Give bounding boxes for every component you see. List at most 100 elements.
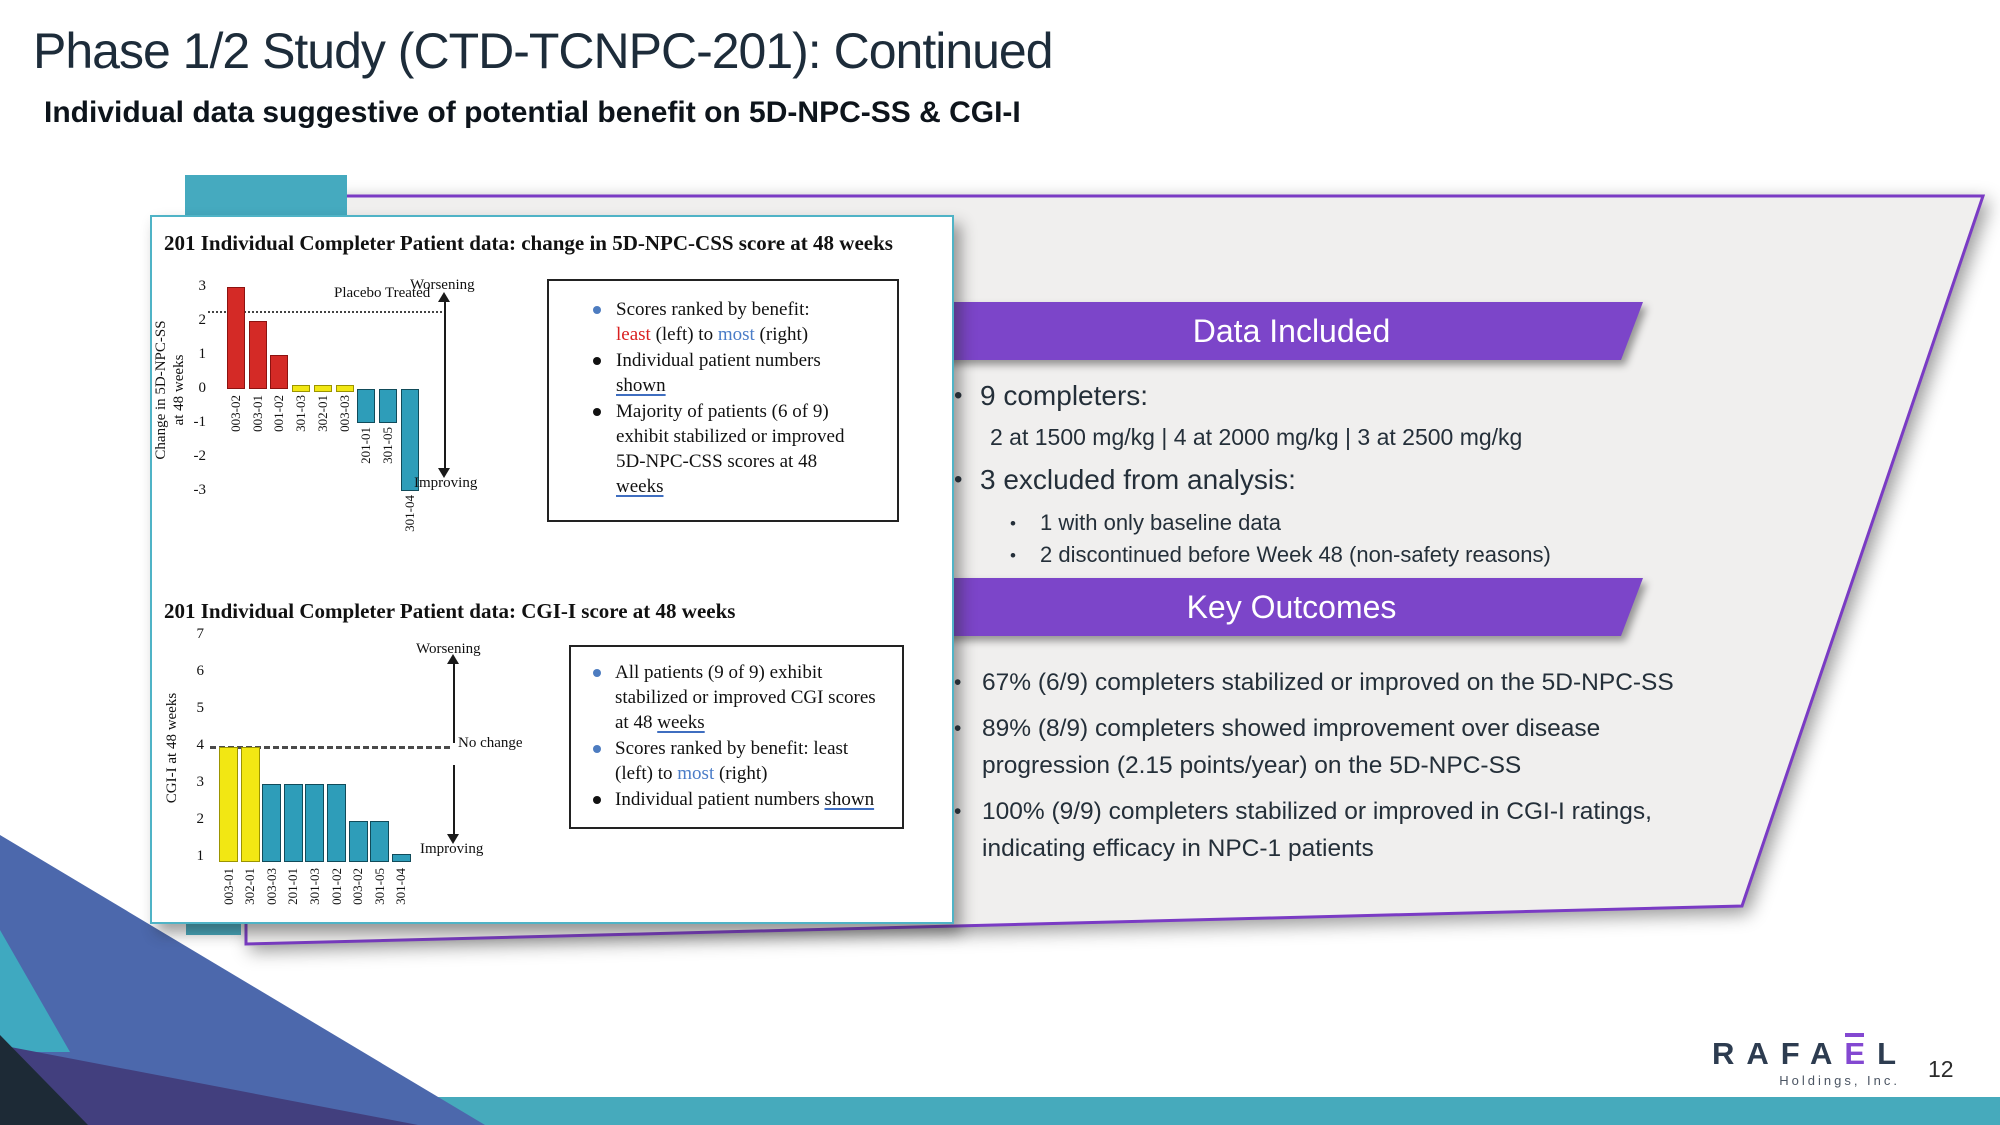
data-included-banner: Data Included bbox=[940, 302, 1643, 360]
bar-003-02 bbox=[227, 287, 245, 389]
direction-arrow-line bbox=[453, 663, 455, 743]
note-text-segment: (left) to bbox=[615, 763, 678, 784]
bar-003-03 bbox=[335, 385, 354, 392]
bullet-dot-icon bbox=[593, 669, 601, 677]
y-tick-0: 0 bbox=[198, 380, 207, 396]
direction-arrow-line bbox=[444, 301, 446, 469]
note-text-segment: Majority of patients (6 of 9) bbox=[616, 401, 829, 422]
note-text-segment: All patients (9 of 9) exhibit bbox=[615, 662, 823, 683]
note-text-segment: (left) to bbox=[650, 324, 718, 345]
note-text-segment: least bbox=[616, 324, 651, 345]
note-text-segment: shown bbox=[824, 789, 875, 810]
logo-letter: E bbox=[1844, 1036, 1878, 1071]
logo-letter: A bbox=[1810, 1036, 1845, 1071]
x-label-201-01: 201-01 bbox=[285, 868, 301, 905]
bar-201-01 bbox=[283, 784, 303, 862]
x-label-301-04: 301-04 bbox=[393, 868, 409, 905]
bullet-dot-icon bbox=[593, 357, 601, 365]
note-text-segment: stabilized or improved CGI scores bbox=[615, 687, 876, 708]
key-outcome-item: 100% (9/9) completers stabilized or impr… bbox=[952, 793, 1676, 867]
note-text-segment: shown bbox=[616, 375, 666, 396]
chart-title: 201 Individual Completer Patient data: c… bbox=[164, 231, 893, 255]
note-text-segment: exhibit stabilized or improved bbox=[616, 426, 845, 447]
bar-001-02 bbox=[270, 355, 289, 389]
bar-301-05 bbox=[370, 821, 390, 862]
logo-letter: R bbox=[1712, 1036, 1747, 1071]
y-tick-7: 7 bbox=[196, 626, 205, 642]
y-tick-3: 3 bbox=[196, 774, 205, 790]
data-included-banner-label: Data Included bbox=[940, 302, 1643, 360]
bullet-dot-icon bbox=[593, 796, 601, 804]
x-label-003-02: 003-02 bbox=[350, 868, 366, 905]
slide-title: Phase 1/2 Study (CTD-TCNPC-201): Continu… bbox=[33, 23, 1054, 79]
rafael-logo-subtext: Holdings, Inc. bbox=[1779, 1073, 1900, 1088]
y-axis-label: CGI-I at 48 weeks bbox=[164, 692, 180, 804]
key-outcome-item: 89% (8/9) completers showed improvement … bbox=[952, 710, 1676, 784]
logo-letter: L bbox=[1877, 1036, 1909, 1071]
logo-letter: F bbox=[1780, 1036, 1811, 1071]
note-text: Scores ranked by benefit: least (left) to… bbox=[615, 738, 848, 784]
bar-302-01 bbox=[313, 385, 332, 392]
rafael-logo: RAFAEL bbox=[1712, 1036, 1908, 1072]
data-included-item: 2 at 1500 mg/kg | 4 at 2000 mg/kg | 3 at… bbox=[990, 424, 1523, 450]
note-text-segment: at 48 bbox=[615, 712, 658, 733]
bar-003-03 bbox=[262, 784, 282, 862]
data-included-item: 9 completers: bbox=[952, 378, 1672, 414]
slide-subtitle: Individual data suggestive of potential … bbox=[44, 96, 1021, 129]
bar-301-04 bbox=[400, 389, 419, 491]
y-tick-2: 2 bbox=[196, 811, 205, 827]
x-label-301-05: 301-05 bbox=[371, 868, 387, 905]
charts-panel: 201 Individual Completer Patient data: c… bbox=[150, 215, 954, 924]
x-label-003-03: 003-03 bbox=[263, 868, 279, 905]
note-text-segment: Scores ranked by benefit: bbox=[616, 299, 810, 320]
y-tick-1: 1 bbox=[198, 346, 207, 362]
data-included-item: 3 excluded from analysis: bbox=[952, 462, 1672, 498]
key-outcomes-banner-label: Key Outcomes bbox=[940, 578, 1643, 636]
note-text-segment: 5D-NPC-CSS scores at 48 bbox=[616, 451, 818, 472]
note-text-segment: weeks bbox=[616, 476, 664, 497]
y-tick-4: 4 bbox=[196, 737, 205, 753]
bar-201-01 bbox=[357, 389, 376, 423]
y-tick-3: 3 bbox=[198, 278, 207, 294]
y-tick-1: 1 bbox=[196, 848, 205, 864]
data-included-list: 9 completers: 2 at 1500 mg/kg | 4 at 2000… bbox=[952, 378, 1672, 571]
note-bullet: Individual patient numbers shown bbox=[549, 348, 897, 398]
key-outcomes-banner: Key Outcomes bbox=[940, 578, 1643, 636]
indigo-triangle bbox=[0, 1045, 418, 1125]
note-bullet: Scores ranked by benefit: least (left) to… bbox=[571, 736, 902, 786]
note-bullet: All patients (9 of 9) exhibit stabilized … bbox=[571, 660, 902, 735]
note-text: Scores ranked by benefit: least (left) to… bbox=[616, 299, 810, 345]
note-text-segment: Individual patient numbers bbox=[616, 350, 821, 371]
note-bullet: Scores ranked by benefit: least (left) to… bbox=[549, 297, 897, 347]
teal-accent-rectangle-top bbox=[185, 175, 347, 221]
bullet-dot-icon bbox=[593, 745, 601, 753]
slate-triangle bbox=[0, 835, 485, 1125]
chart-title: 201 Individual Completer Patient data: C… bbox=[164, 599, 736, 623]
x-label-302-01: 302-01 bbox=[242, 868, 258, 905]
note-text: Individual patient numbers shown bbox=[616, 350, 821, 396]
y-tick--2: -2 bbox=[193, 448, 207, 464]
note-text-segment: most bbox=[717, 324, 755, 345]
x-label-301-03: 301-03 bbox=[306, 868, 322, 905]
note-text: Majority of patients (6 of 9) exhibit sta… bbox=[616, 401, 844, 497]
note-text-segment: weeks bbox=[657, 712, 705, 733]
key-outcomes-list: 67% (6/9) completers stabilized or impro… bbox=[952, 664, 1676, 876]
reference-line-label: No change bbox=[458, 735, 523, 751]
y-tick--3: -3 bbox=[193, 482, 207, 498]
improving-label: Improving bbox=[420, 841, 484, 857]
improving-label: Improving bbox=[414, 475, 478, 491]
note-box-cgii: All patients (9 of 9) exhibit stabilized … bbox=[569, 645, 904, 829]
reference-line-label: Placebo Treated bbox=[334, 285, 431, 301]
teal-triangle bbox=[0, 930, 70, 1052]
y-tick-5: 5 bbox=[196, 700, 205, 716]
note-text: Individual patient numbers shown bbox=[615, 789, 874, 810]
bar-003-01 bbox=[219, 747, 238, 862]
bar-301-05 bbox=[378, 389, 397, 423]
navy-triangle bbox=[0, 1035, 88, 1125]
note-text: All patients (9 of 9) exhibit stabilized … bbox=[615, 662, 876, 733]
reference-line bbox=[210, 746, 450, 749]
note-text-segment: Scores ranked by benefit: least bbox=[615, 738, 849, 759]
bar-003-02 bbox=[348, 821, 368, 862]
note-text-segment: (right) bbox=[754, 324, 809, 345]
